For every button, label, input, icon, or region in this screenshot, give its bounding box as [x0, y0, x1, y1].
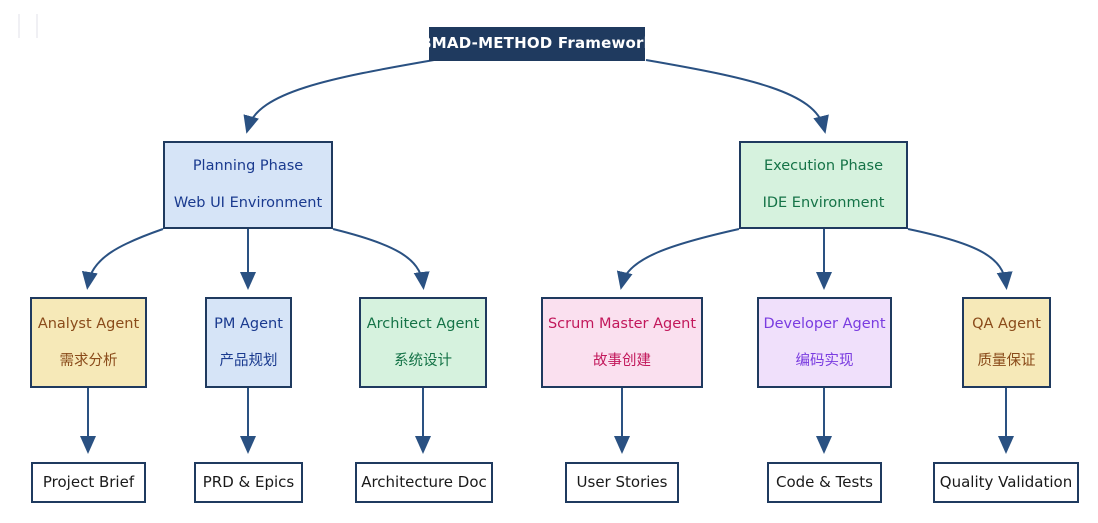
node-subtitle: 系统设计: [394, 352, 452, 369]
node-planning-phase[interactable]: Planning Phase Web UI Environment: [163, 141, 333, 229]
node-project-brief[interactable]: Project Brief: [31, 462, 146, 503]
node-title: Architect Agent: [366, 315, 480, 332]
node-label: Quality Validation: [939, 472, 1073, 491]
edge-planning-to-analyst: [81, 228, 164, 290]
node-label: Architecture Doc: [361, 472, 487, 491]
node-analyst-agent[interactable]: Analyst Agent 需求分析: [30, 297, 147, 388]
node-architect-agent[interactable]: Architect Agent 系统设计: [359, 297, 487, 388]
node-prd-epics[interactable]: PRD & Epics: [194, 462, 303, 503]
node-title: Scrum Master Agent: [547, 315, 697, 332]
node-subtitle: Web UI Environment: [173, 195, 323, 211]
node-qa-agent[interactable]: QA Agent 质量保证: [962, 297, 1051, 388]
node-title: Execution Phase: [763, 158, 884, 175]
node-subtitle: 质量保证: [977, 352, 1036, 369]
edge-execution-to-qa: [907, 228, 1013, 290]
node-title: PM Agent: [214, 315, 283, 332]
edge-root-to-execution: [645, 59, 829, 134]
node-architecture-doc[interactable]: Architecture Doc: [355, 462, 493, 503]
node-scrum-master-agent[interactable]: Scrum Master Agent 故事创建: [541, 297, 703, 388]
node-bmad-method-framework[interactable]: BMAD-METHOD Framework: [420, 27, 654, 61]
node-subtitle: 故事创建: [593, 352, 651, 369]
edge-root-to-planning: [243, 59, 435, 134]
node-title: QA Agent: [972, 315, 1041, 332]
node-label: BMAD-METHOD Framework: [420, 34, 654, 53]
render-artifact-right: [36, 14, 38, 38]
node-pm-agent[interactable]: PM Agent 产品规划: [205, 297, 292, 388]
node-code-tests[interactable]: Code & Tests: [767, 462, 882, 503]
node-subtitle: IDE Environment: [762, 195, 885, 211]
node-developer-agent[interactable]: Developer Agent 编码实现: [757, 297, 892, 388]
edge-planning-to-architect: [332, 228, 430, 290]
edge-execution-to-scrum-master: [616, 228, 740, 290]
render-artifact-left: [18, 14, 20, 38]
node-subtitle: 编码实现: [795, 352, 854, 369]
node-subtitle: 产品规划: [219, 352, 278, 369]
node-execution-phase[interactable]: Execution Phase IDE Environment: [739, 141, 908, 229]
node-title: Developer Agent: [763, 315, 886, 332]
node-title: Planning Phase: [192, 158, 304, 175]
node-user-stories[interactable]: User Stories: [565, 462, 679, 503]
node-subtitle: 需求分析: [59, 352, 118, 369]
node-label: Code & Tests: [776, 472, 873, 491]
node-label: User Stories: [576, 472, 668, 491]
node-quality-validation[interactable]: Quality Validation: [933, 462, 1079, 503]
node-title: Analyst Agent: [37, 315, 140, 332]
node-label: PRD & Epics: [202, 472, 295, 491]
node-label: Project Brief: [42, 472, 135, 491]
